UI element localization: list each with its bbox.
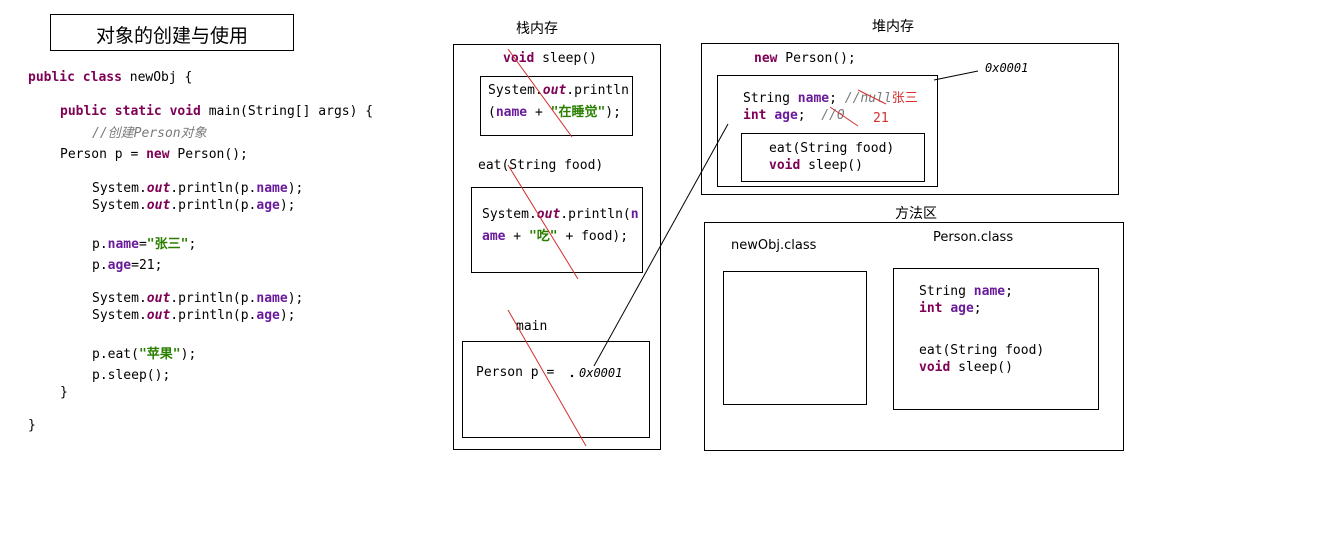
code-line-sleep: p.sleep(); (92, 368, 171, 383)
code-line-eat: p.eat("苹果"); (92, 347, 197, 362)
code-line-comment: //创建Person对象 (92, 126, 207, 141)
object-age-value: 21 (873, 111, 889, 126)
code-line-class: public class newObj { (28, 70, 193, 85)
main-frame-label: main (516, 319, 548, 334)
heap-memory-box (701, 43, 1119, 195)
object-field-age: int age; //0 (743, 108, 845, 123)
person-class-label: Person.class (933, 230, 1014, 245)
heap-new-person: new Person(); (754, 51, 856, 66)
heap-label: 堆内存 (872, 19, 914, 35)
person-object: String name; //null张三 int age; //0 21 ea… (717, 75, 938, 187)
code-line-print-name-1: System.out.println(p.name); (92, 181, 304, 196)
heap-address: 0x0001 (985, 61, 1029, 75)
diagram-title: 对象的创建与使用 (95, 25, 248, 47)
code-line-main: public static void main(String[] args) { (60, 104, 374, 119)
code-line-assign-name: p.name="张三"; (92, 237, 197, 252)
stack-label: 栈内存 (516, 21, 558, 37)
main-frame: Person p = 0x0001 (462, 341, 650, 438)
code-listing: public class newObj { public static void… (28, 69, 373, 433)
code-line-close-method: } (60, 385, 68, 400)
person-class-box: String name; int age; eat(String food) v… (893, 268, 1099, 410)
newobj-class-label: newObj.class (731, 238, 817, 253)
sleep-frame: System.out.println (name + "在睡觉"); (480, 76, 633, 136)
code-line-close-class: } (28, 418, 36, 433)
object-field-name: String name; //null张三 (743, 91, 918, 106)
code-line-print-age-2: System.out.println(p.age); (92, 308, 296, 323)
code-line-print-name-2: System.out.println(p.name); (92, 291, 304, 306)
method-area-label: 方法区 (895, 206, 937, 222)
newobj-class-box (723, 271, 867, 405)
sleep-frame-header: void sleep() (503, 51, 597, 66)
object-method-box: eat(String food) void sleep() (741, 133, 925, 182)
eat-frame-header: eat(String food) (478, 158, 604, 173)
title-box: 对象的创建与使用 (50, 14, 294, 51)
code-line-print-age-1: System.out.println(p.age); (92, 198, 296, 213)
main-address: 0x0001 (579, 366, 623, 380)
eat-frame: System.out.println(n ame + "吃" + food); (471, 187, 643, 273)
code-line-assign-age: p.age=21; (92, 258, 163, 273)
code-line-new: Person p = new Person(); (60, 147, 248, 162)
